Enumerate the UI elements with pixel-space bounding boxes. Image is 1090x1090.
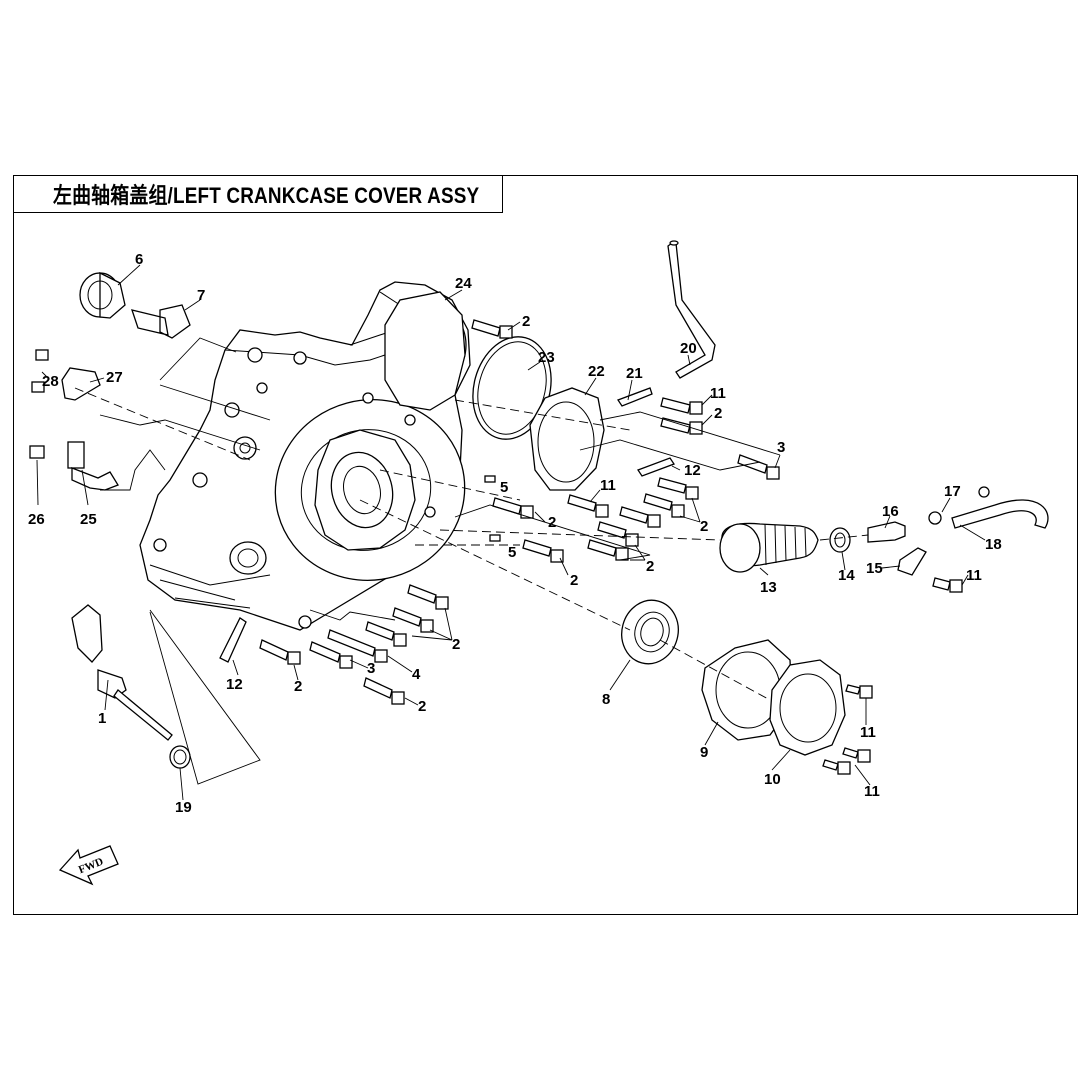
callout-3: 3 bbox=[367, 660, 375, 677]
callout-labels: 6 7 24 2 23 20 22 21 11 2 28 27 3 12 26 … bbox=[28, 251, 1002, 816]
callout-11: 11 bbox=[600, 477, 616, 494]
hose-18 bbox=[951, 499, 1049, 529]
callout-2: 2 bbox=[418, 698, 426, 715]
dipstick-1 bbox=[71, 604, 173, 741]
clamp-14 bbox=[829, 527, 851, 553]
cover-10 bbox=[769, 659, 846, 756]
callout-12: 12 bbox=[684, 462, 701, 479]
callout-7: 7 bbox=[197, 287, 205, 304]
diagram-title: 左曲轴箱盖组/LEFT CRANKCASE COVER ASSY bbox=[53, 182, 480, 208]
pin-12a bbox=[219, 617, 247, 663]
gasket-24 bbox=[384, 291, 466, 411]
callout-16: 16 bbox=[882, 503, 899, 520]
bolt-28 bbox=[35, 349, 49, 361]
fitting-21 bbox=[617, 387, 653, 407]
callout-11: 11 bbox=[864, 783, 880, 800]
sensor-25 bbox=[67, 441, 119, 491]
callout-14: 14 bbox=[838, 567, 855, 584]
bolt-7 bbox=[131, 304, 191, 339]
rubber-boot-13 bbox=[719, 522, 819, 573]
callout-2: 2 bbox=[570, 572, 578, 589]
callout-19: 19 bbox=[175, 799, 192, 816]
callout-2: 2 bbox=[522, 313, 530, 330]
clip-17 bbox=[928, 511, 942, 525]
callout-11: 11 bbox=[860, 724, 876, 741]
callout-26: 26 bbox=[28, 511, 45, 528]
callout-17: 17 bbox=[944, 483, 961, 500]
callout-2: 2 bbox=[700, 518, 708, 535]
bracket-15 bbox=[897, 547, 927, 576]
fwd-arrow-icon: FWD bbox=[58, 845, 119, 886]
callout-21: 21 bbox=[626, 365, 643, 382]
callout-15: 15 bbox=[866, 560, 883, 577]
bracket-27 bbox=[61, 367, 101, 401]
callout-12: 12 bbox=[226, 676, 243, 693]
callout-20: 20 bbox=[680, 340, 697, 357]
callout-13: 13 bbox=[760, 579, 777, 596]
callout-23: 23 bbox=[538, 349, 555, 366]
callout-2: 2 bbox=[714, 405, 722, 422]
leader-lines bbox=[36, 264, 986, 801]
pin-12b bbox=[637, 457, 675, 477]
washer-19 bbox=[169, 745, 191, 769]
diagram-frame bbox=[13, 175, 1078, 915]
callout-11: 11 bbox=[966, 567, 982, 584]
callout-2: 2 bbox=[646, 558, 654, 575]
callout-28: 28 bbox=[42, 373, 59, 390]
fitting-16 bbox=[867, 521, 906, 543]
callout-1: 1 bbox=[98, 710, 106, 727]
plug-26 bbox=[29, 445, 45, 459]
callout-27: 27 bbox=[106, 369, 123, 386]
callout-18: 18 bbox=[985, 536, 1002, 553]
cover-plate-22 bbox=[529, 387, 605, 491]
bolt-set bbox=[259, 319, 963, 775]
callout-4: 4 bbox=[412, 666, 421, 683]
callout-2: 2 bbox=[294, 678, 302, 695]
oil-seal-8 bbox=[621, 599, 679, 665]
dashed-assembly-lines bbox=[74, 387, 869, 701]
callout-10: 10 bbox=[764, 771, 781, 788]
callout-3: 3 bbox=[777, 439, 785, 456]
callout-25: 25 bbox=[80, 511, 97, 528]
callout-5: 5 bbox=[500, 479, 508, 496]
callout-11: 11 bbox=[710, 385, 726, 402]
callout-24: 24 bbox=[455, 275, 472, 292]
callout-5: 5 bbox=[508, 544, 516, 561]
callout-9: 9 bbox=[700, 744, 708, 761]
callout-22: 22 bbox=[588, 363, 605, 380]
callout-2: 2 bbox=[548, 514, 556, 531]
callout-8: 8 bbox=[602, 691, 610, 708]
title-box: 左曲轴箱盖组/LEFT CRANKCASE COVER ASSY bbox=[13, 175, 503, 213]
callout-2: 2 bbox=[452, 636, 460, 653]
cap-6 bbox=[79, 271, 126, 319]
breather-tube-20 bbox=[667, 242, 716, 379]
callout-6: 6 bbox=[135, 251, 143, 268]
